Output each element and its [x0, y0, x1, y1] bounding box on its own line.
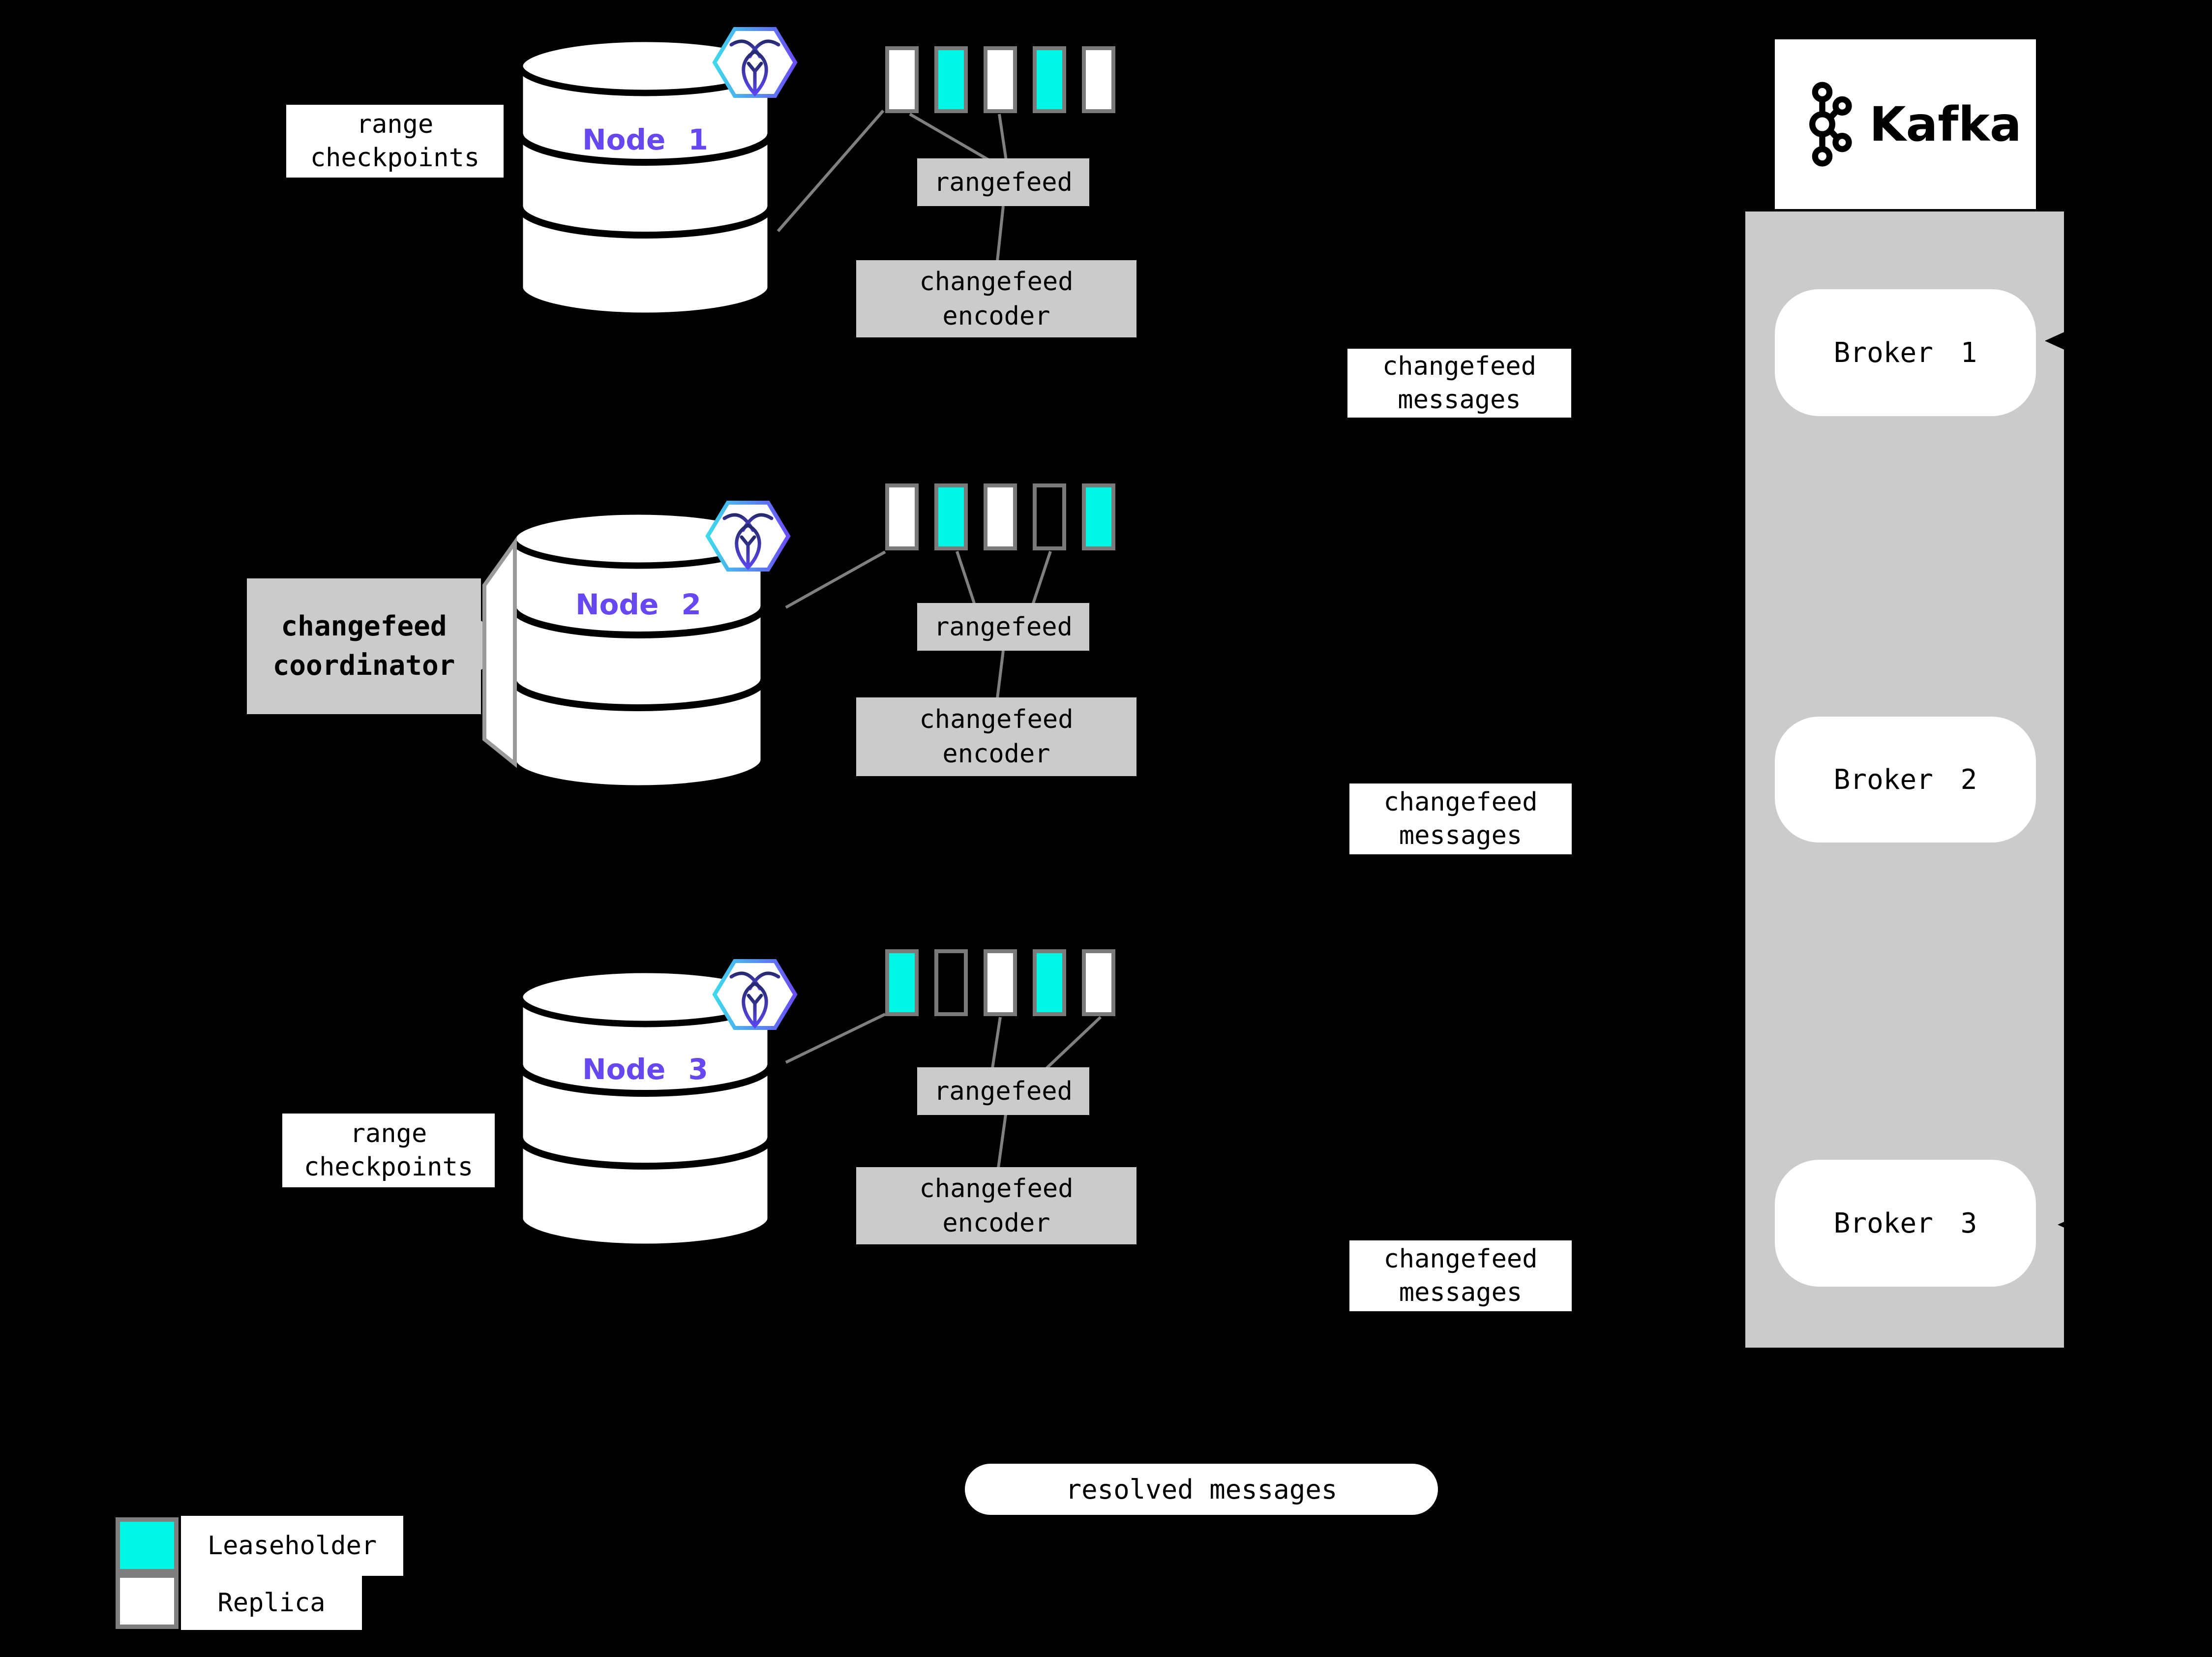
range-square: [1082, 483, 1115, 550]
range-square: [1033, 483, 1066, 550]
arrowhead-into-broker3: [2058, 1212, 2086, 1237]
connector-line: [996, 206, 1005, 262]
coordinator-flag: [479, 536, 517, 768]
connector-line: [909, 113, 990, 162]
range-square: [934, 949, 968, 1016]
connector-line: [997, 1114, 1007, 1169]
changefeed-messages-label-node2: changefeed messages: [1349, 783, 1572, 854]
cockroachdb-icon-node3: [712, 959, 798, 1030]
legend-leaseholder-swatch: [116, 1517, 179, 1573]
kafka-title: Kafka: [1869, 96, 2022, 152]
connector-line: [998, 114, 1008, 161]
changefeed-encoder-box-node3: changefeed encoder: [856, 1167, 1136, 1244]
changefeed-encoder-box-node2: changefeed encoder: [856, 697, 1136, 776]
changefeed-encoder-box-node1: changefeed encoder: [856, 260, 1136, 337]
node3-label: Node 3: [582, 1053, 708, 1086]
database-cylinder-node2: [509, 508, 767, 792]
rangefeed-box-node1: rangefeed: [917, 158, 1089, 206]
broker-2: Broker 2: [1775, 717, 2036, 843]
range-square: [984, 483, 1017, 550]
kafka-logo-icon: [1809, 82, 1852, 167]
range-square: [1082, 949, 1115, 1016]
range-square: [885, 46, 919, 113]
resolved-messages-label: resolved messages: [965, 1464, 1438, 1515]
range-square: [1082, 46, 1115, 113]
database-cylinder-node1: [516, 35, 774, 319]
node2-label: Node 2: [575, 588, 701, 621]
range-square: [1033, 46, 1066, 113]
database-cylinder-node3: [516, 966, 774, 1250]
range-square: [984, 46, 1017, 113]
legend-replica-label: Replica: [181, 1576, 362, 1630]
range-square: [984, 949, 1017, 1016]
broker-1: Broker 1: [1775, 289, 2036, 416]
changefeed-messages-label-node1: changefeed messages: [1347, 349, 1571, 418]
range-square: [934, 46, 968, 113]
range-checkpoints-label-top: range checkpoints: [286, 105, 504, 178]
connector-line: [777, 110, 885, 232]
range-square: [1033, 949, 1066, 1016]
rangefeed-box-node3: rangefeed: [917, 1067, 1089, 1115]
connector-line: [785, 550, 886, 609]
range-square: [885, 949, 919, 1016]
connector-line: [996, 650, 1005, 699]
cockroachdb-icon-node2: [705, 501, 791, 572]
connector-line: [785, 1013, 886, 1064]
legend-leaseholder-label: Leaseholder: [181, 1516, 403, 1576]
kafka-card: Kafka: [1775, 39, 2036, 209]
range-checkpoints-label-bottom: range checkpoints: [282, 1114, 495, 1187]
connector-line: [991, 1017, 1002, 1069]
changefeed-messages-label-node3: changefeed messages: [1349, 1240, 1572, 1311]
changefeed-coordinator-box: changefeed coordinator: [247, 578, 481, 714]
range-square: [934, 483, 968, 550]
rangefeed-box-node2: rangefeed: [917, 603, 1089, 651]
arrowhead-into-broker1: [2045, 328, 2073, 354]
broker-3: Broker 3: [1775, 1160, 2036, 1287]
cockroachdb-icon-node1: [712, 27, 798, 98]
connector-line: [1045, 1016, 1102, 1070]
legend-replica-swatch: [116, 1573, 179, 1629]
node1-label: Node 1: [582, 123, 708, 156]
range-square: [885, 483, 919, 550]
